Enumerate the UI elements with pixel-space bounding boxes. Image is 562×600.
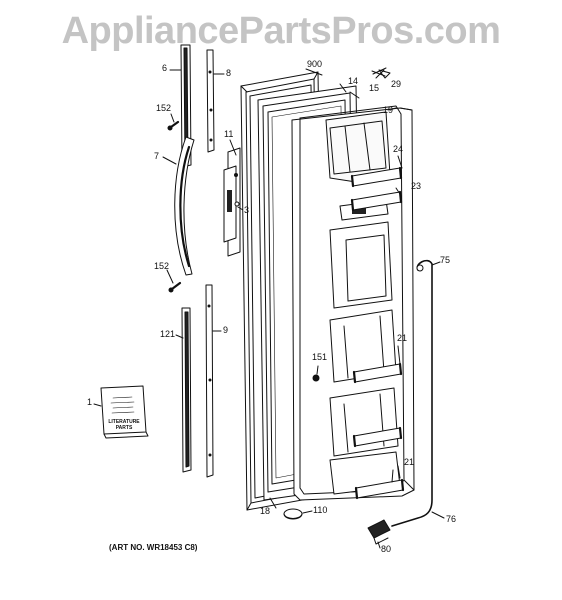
literature-book bbox=[93, 385, 149, 439]
callout-76: 76 bbox=[446, 514, 457, 524]
callout-121: 121 bbox=[160, 329, 176, 339]
shelf-rail-23 bbox=[350, 190, 403, 212]
door-stop bbox=[283, 508, 313, 520]
callout-14: 14 bbox=[348, 76, 359, 86]
callout-21-lower: 21 bbox=[404, 457, 415, 467]
callout-152-lower: 152 bbox=[154, 261, 170, 271]
callout-15: 15 bbox=[369, 83, 380, 93]
art-number: (ART NO. WR18453 C8) bbox=[109, 543, 198, 552]
hinge-bracket bbox=[223, 139, 244, 257]
literature-label-line2: PARTS bbox=[115, 424, 133, 431]
callout-24: 24 bbox=[393, 144, 404, 154]
watermark-text: AppliancePartsPros.com bbox=[61, 10, 501, 52]
shelf-rails bbox=[350, 155, 405, 500]
callout-11: 11 bbox=[224, 129, 234, 139]
callout-7: 7 bbox=[154, 151, 160, 161]
callout-110: 110 bbox=[313, 505, 328, 515]
shelf-rail-21-upper bbox=[352, 362, 403, 384]
shelf-rail-21-middle bbox=[352, 426, 403, 448]
top-trim-strip bbox=[169, 44, 192, 168]
literature-label-line1: LITERATURE bbox=[108, 419, 140, 425]
water-tube-assembly bbox=[391, 259, 445, 527]
callout-152-upper: 152 bbox=[156, 103, 172, 113]
lower-handle-trim bbox=[205, 284, 222, 478]
literature-book-label: LITERATURE PARTS bbox=[104, 419, 144, 432]
shelf-rail-21-lower bbox=[354, 478, 405, 500]
upper-handle-trim bbox=[206, 49, 225, 153]
callout-6: 6 bbox=[162, 63, 168, 73]
callout-80: 80 bbox=[381, 544, 392, 554]
callout-75: 75 bbox=[440, 255, 451, 265]
tube-fitting bbox=[367, 519, 391, 549]
callout-19: 19 bbox=[383, 105, 394, 115]
handle-screw-upper bbox=[167, 113, 180, 131]
callout-900: 900 bbox=[307, 59, 323, 69]
door-handle bbox=[162, 136, 195, 276]
door-cap-clip bbox=[371, 67, 391, 79]
callout-9: 9 bbox=[223, 325, 229, 335]
callout-1: 1 bbox=[87, 397, 93, 407]
door-liner bbox=[291, 105, 415, 501]
callout-29: 29 bbox=[391, 79, 402, 89]
liner-screw bbox=[312, 365, 320, 382]
lower-trim-strip bbox=[175, 307, 192, 473]
callout-18: 18 bbox=[260, 506, 271, 516]
callout-8: 8 bbox=[226, 68, 232, 78]
callout-23: 23 bbox=[411, 181, 422, 191]
handle-screw-lower bbox=[166, 269, 182, 293]
callout-21-upper: 21 bbox=[397, 333, 408, 343]
shelf-rail-24 bbox=[350, 166, 403, 188]
callout-3: 3 bbox=[244, 205, 250, 215]
callout-151: 151 bbox=[312, 352, 328, 362]
